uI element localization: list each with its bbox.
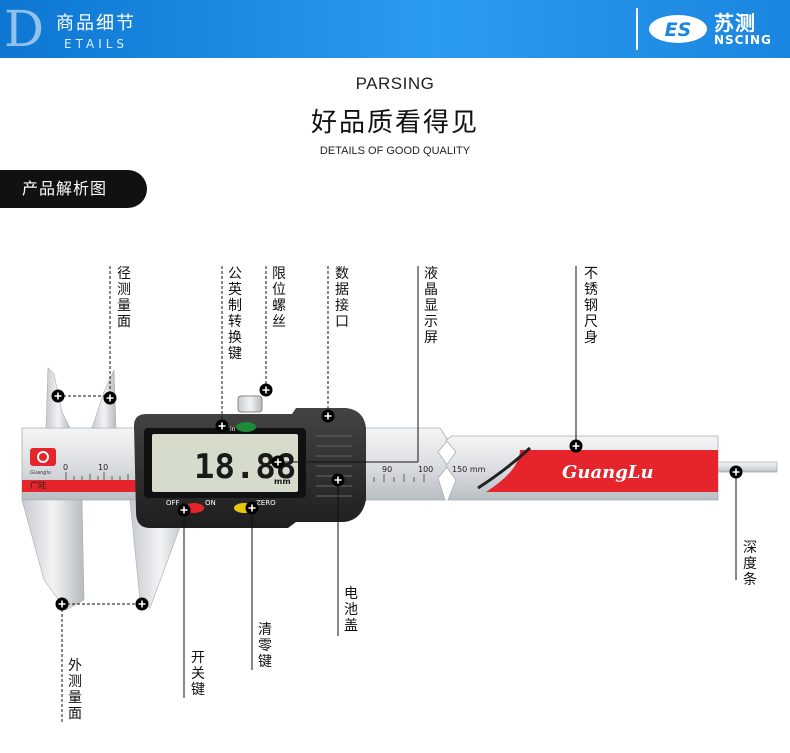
scale-label-10: 10 xyxy=(98,463,108,472)
scale-end-label: 150 mm xyxy=(452,465,486,474)
depth-rod xyxy=(714,461,778,473)
label-ruler: 不锈钢尺身 xyxy=(584,266,598,346)
inch-button-label: in xyxy=(230,426,236,433)
label-unit-switch: 公英制转换键 xyxy=(228,266,242,362)
label-lcd: 液晶显示屏 xyxy=(424,266,438,346)
on-label: ON xyxy=(205,499,216,507)
label-inner-jaw: 径测量面 xyxy=(117,266,131,330)
banner-subtitle: ETAILS xyxy=(64,37,129,51)
lcd-unit: mm xyxy=(274,477,291,486)
heading-en: PARSING xyxy=(355,74,435,93)
label-data-port: 数据接口 xyxy=(335,266,349,330)
banner-divider xyxy=(636,8,638,50)
fixed-outer-jaw xyxy=(21,499,85,611)
label-power-key: 开关键 xyxy=(191,650,205,698)
off-label: OFF xyxy=(166,499,180,507)
brand-name-cn: 苏测 xyxy=(714,11,756,35)
label-limit-screw: 限位螺丝 xyxy=(272,266,286,330)
label-zero-key: 清零键 xyxy=(258,622,272,670)
header-banner: D 商品细节 ETAILS ES 苏测 NSCING xyxy=(0,0,790,58)
scale-label-100: 100 xyxy=(418,465,433,474)
banner-letter: D xyxy=(4,0,45,58)
logo-cn: 广陆 xyxy=(30,480,46,490)
heading-sub: DETAILS OF GOOD QUALITY xyxy=(319,145,471,157)
brand-mark: ES xyxy=(665,19,692,41)
inch-button xyxy=(236,422,256,432)
banner-title: 商品细节 xyxy=(56,13,136,34)
limit-screw xyxy=(237,395,263,413)
scale-label-0: 0 xyxy=(63,463,68,472)
ruler-brand-name: GuangLu xyxy=(562,462,654,483)
brand-logo-icon: ES xyxy=(649,15,707,43)
ruler-red-strip-left xyxy=(22,480,140,492)
marker-group xyxy=(51,383,743,611)
label-depth-rod: 深度条 xyxy=(743,540,757,588)
zero-label: ZERO xyxy=(256,499,276,507)
caliper-logo-icon xyxy=(30,448,56,466)
scale-label-90: 90 xyxy=(382,465,392,474)
ruler-red-strip xyxy=(486,450,718,492)
label-outer-jaw: 外测量面 xyxy=(68,658,82,722)
section-pill: 产品解析图 xyxy=(0,170,147,208)
heading-cn: 好品质看得见 xyxy=(310,108,479,138)
brand-name-en: NSCING xyxy=(714,33,772,47)
logo-caption: Guanglu xyxy=(30,470,51,476)
label-battery-cover: 电池盖 xyxy=(344,586,358,634)
lcd-screen xyxy=(152,434,298,492)
